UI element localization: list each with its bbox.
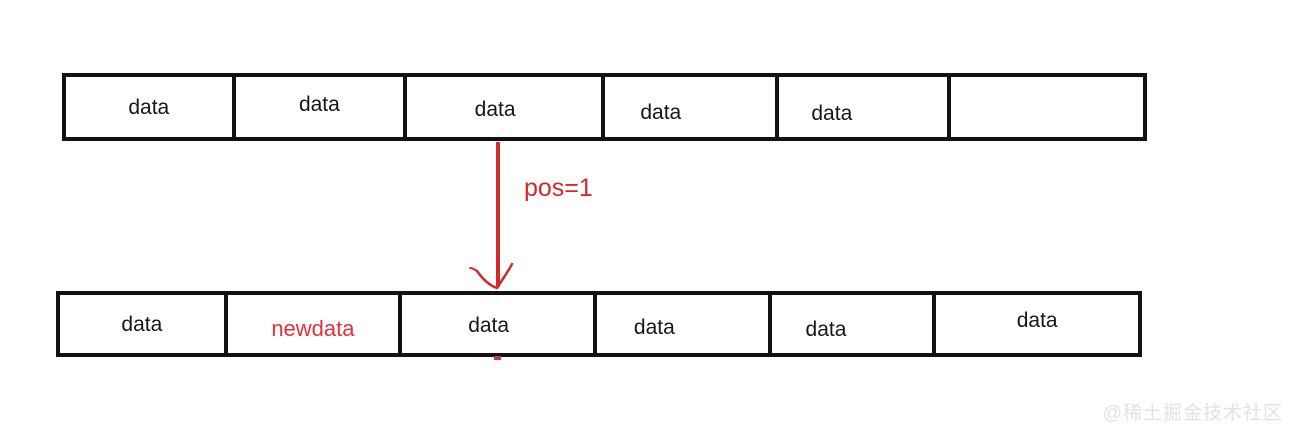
array-cell: data [767, 295, 933, 353]
array-cell: data [231, 77, 404, 137]
array-cell: data [774, 77, 948, 137]
cell-label: data [128, 95, 170, 119]
array-cell-empty [947, 77, 1143, 137]
array-cell: data [66, 77, 232, 137]
cell-label: data [474, 97, 516, 121]
array-before-insert: data data data data data [62, 73, 1147, 141]
array-cell: data [601, 77, 775, 137]
cell-label: data [633, 315, 675, 339]
array-cell: data [403, 77, 601, 137]
cell-label: data [468, 313, 510, 337]
insert-position-label: pos=1 [524, 174, 593, 202]
array-cell: data [60, 295, 224, 353]
watermark-text: @稀土掘金技术社区 [1102, 403, 1283, 424]
array-cell-newdata: newdata [223, 295, 398, 353]
insert-position-arrow-icon [469, 142, 514, 290]
cell-label: data [298, 92, 340, 116]
array-after-insert: data newdata data data data data [56, 291, 1142, 357]
cell-label: data [121, 312, 163, 336]
cell-label: data [811, 101, 853, 125]
stray-red-mark [494, 356, 501, 360]
array-cell: data [398, 295, 593, 353]
cell-label: data [1016, 308, 1058, 332]
cell-label-highlighted: newdata [271, 316, 355, 341]
cell-label: data [640, 100, 682, 124]
cell-label: data [805, 317, 847, 341]
array-cell: data [932, 295, 1138, 353]
array-cell: data [593, 295, 767, 353]
